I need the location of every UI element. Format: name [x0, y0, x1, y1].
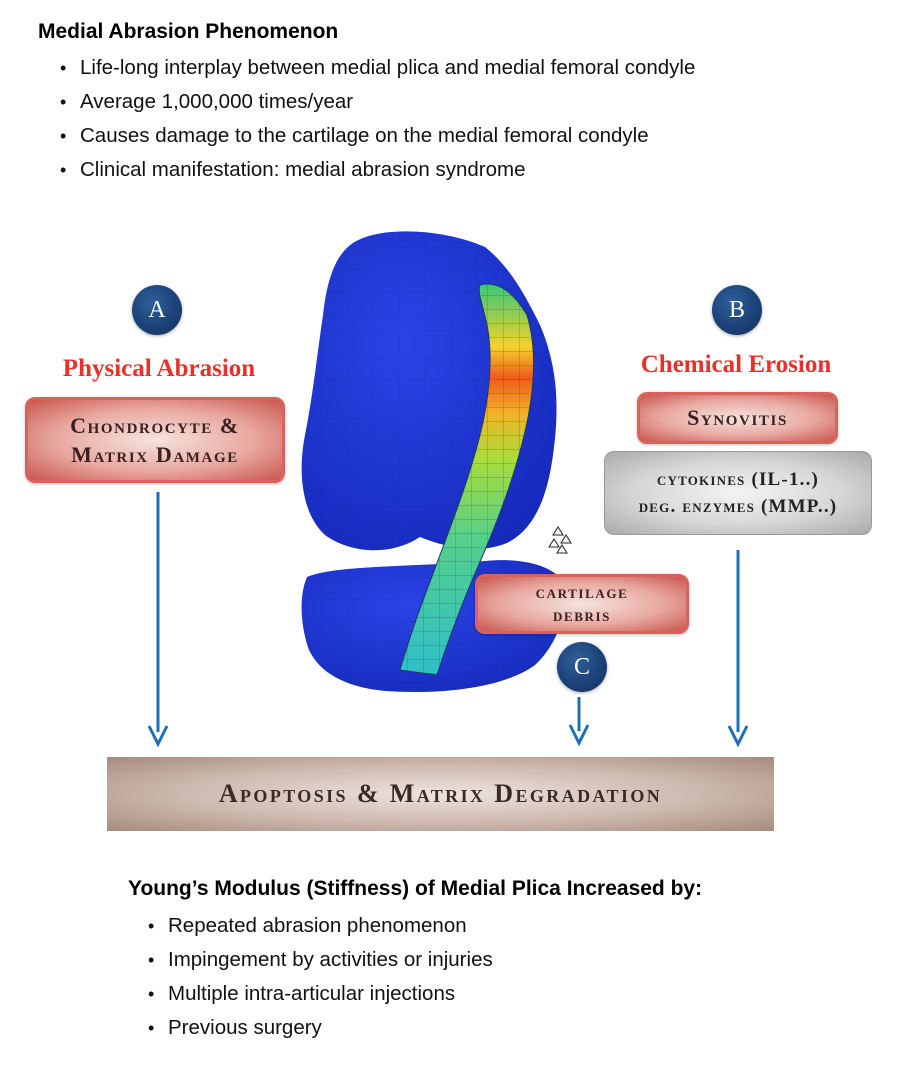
chondrocyte-line-2: Matrix Damage	[71, 442, 239, 467]
cytokines-line-2: deg. enzymes (MMP..)	[638, 496, 838, 517]
top-bullet-list: Life-long interplay between medial plica…	[60, 51, 695, 187]
arrow-b-down	[727, 550, 749, 748]
knee-model-illustration	[301, 231, 572, 692]
cytokines-line-1: cytokines (IL-1..)	[656, 469, 820, 490]
chemical-erosion-label: Chemical Erosion	[640, 351, 832, 378]
top-title: Medial Abrasion Phenomenon	[38, 20, 339, 43]
circle-a-badge: A	[132, 285, 182, 335]
arrow-c-down	[568, 697, 590, 747]
physical-abrasion-label: Physical Abrasion	[62, 355, 256, 382]
outcome-bar: Apoptosis & Matrix Degradation	[107, 757, 774, 831]
synovitis-box: Synovitis	[637, 392, 838, 444]
cartilage-line-1: cartilage	[535, 582, 629, 603]
circle-c-badge: C	[557, 642, 607, 692]
debris-marks	[548, 526, 572, 554]
list-item: Impingement by activities or injuries	[148, 943, 493, 977]
list-item: Average 1,000,000 times/year	[60, 85, 695, 119]
circle-b-badge: B	[712, 285, 762, 335]
list-item: Repeated abrasion phenomenon	[148, 909, 493, 943]
cartilage-debris-box: cartilage debris	[475, 574, 689, 634]
arrow-a-down	[147, 492, 169, 748]
list-item: Previous surgery	[148, 1011, 493, 1045]
list-item: Clinical manifestation: medial abrasion …	[60, 153, 695, 187]
list-item: Multiple intra-articular injections	[148, 977, 493, 1011]
list-item: Causes damage to the cartilage on the me…	[60, 119, 695, 153]
cartilage-line-2: debris	[552, 605, 611, 626]
chondrocyte-damage-box: Chondrocyte & Matrix Damage	[25, 397, 285, 483]
list-item: Life-long interplay between medial plica…	[60, 51, 695, 85]
bottom-bullet-list: Repeated abrasion phenomenon Impingement…	[148, 909, 493, 1045]
chondrocyte-line-1: Chondrocyte &	[70, 413, 240, 438]
cytokines-box: cytokines (IL-1..) deg. enzymes (MMP..)	[604, 451, 872, 535]
bottom-title: Young’s Modulus (Stiffness) of Medial Pl…	[128, 877, 703, 900]
